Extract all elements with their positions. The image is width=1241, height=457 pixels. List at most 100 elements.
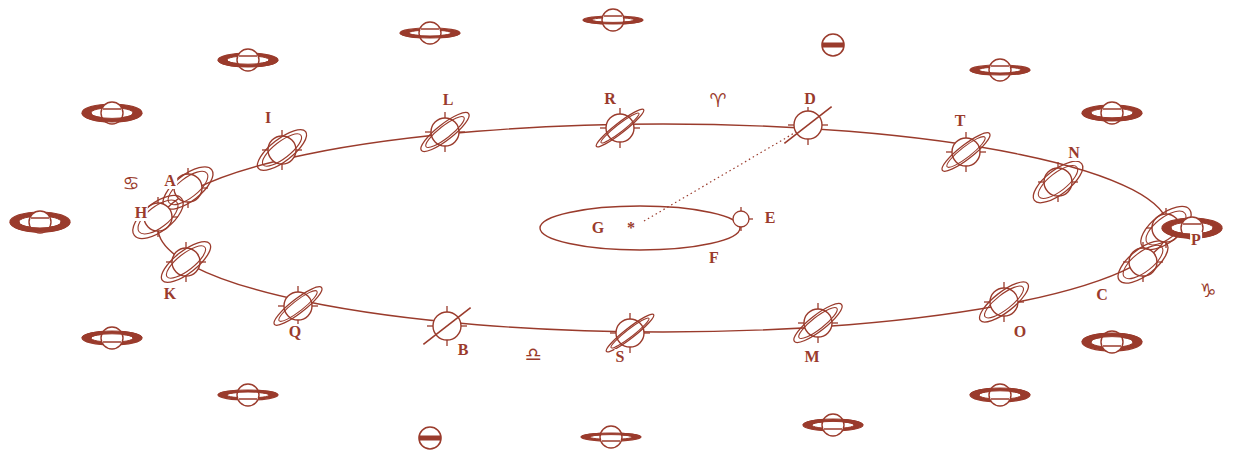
saturn-ring-outer [156, 235, 217, 289]
appearance-ring-front [82, 331, 142, 338]
saturn-tick [807, 139, 808, 145]
point-letter: T [954, 113, 967, 129]
saturn-tick [185, 242, 186, 248]
saturn-ring-inner [1034, 160, 1083, 204]
appearance-shadow [1103, 108, 1121, 110]
appearance-shadow [103, 341, 121, 343]
saturn-ring [1027, 154, 1089, 210]
appearance-ball [237, 384, 259, 406]
saturn-figure [423, 306, 470, 346]
appearance-ring-front [970, 388, 1030, 395]
appearance-ring-front [970, 70, 1030, 75]
saturn-tick [619, 142, 620, 148]
saturn-ring [789, 298, 846, 348]
appearance-ring-front [803, 419, 863, 425]
saturn-ring-inner [162, 241, 210, 284]
saturn-tick [629, 313, 630, 319]
appearance-ball [101, 327, 123, 349]
saturn-ring-outer [974, 276, 1034, 329]
appearance-shadow [421, 28, 439, 30]
saturn-ring-outer [1027, 154, 1089, 210]
saturn-tick [297, 286, 298, 292]
saturn-appearance [218, 49, 278, 71]
saturn-ring-edge [784, 107, 831, 144]
earth-tick [740, 227, 741, 231]
zodiac-sign: ♎ [523, 345, 542, 364]
saturn-tick [817, 337, 818, 343]
point-letter: K [163, 286, 177, 302]
saturn-figure [416, 107, 473, 157]
appearance-ring-front [1082, 333, 1142, 342]
appearance-shadow [824, 428, 842, 430]
appearance-ball [600, 426, 622, 448]
appearance-shadow [31, 217, 49, 219]
saturn-tick [629, 347, 630, 353]
saturn-ring-outer [593, 106, 646, 151]
saturn-figure [156, 235, 217, 289]
saturn-ring-inner [980, 281, 1027, 322]
saturn-ring [126, 187, 191, 246]
saturn-ring-inner [258, 129, 306, 172]
appearance-ring-front [82, 113, 142, 122]
saturn-appearance [82, 327, 142, 349]
saturn-ring-outer [270, 282, 326, 330]
appearance-shadow [239, 398, 257, 400]
saturn-tick [185, 276, 186, 282]
point-letter: M [803, 349, 820, 365]
appearance-ball [419, 427, 441, 449]
appearance-shadow [991, 65, 1009, 67]
saturn-tick [461, 325, 467, 326]
saturn-figure [126, 187, 191, 246]
saturn-appearance [822, 34, 844, 56]
saturn-tick [610, 332, 616, 333]
appearance-shadow [103, 108, 121, 110]
saturn-tick [965, 166, 966, 172]
point-letter: E [764, 210, 777, 226]
appearance-shadow [604, 15, 622, 17]
saturn-ring-edge [423, 308, 470, 345]
zodiac-sign: ♑ [1198, 281, 1217, 300]
saturn-ring-inner [795, 303, 840, 342]
saturn-ring [603, 311, 656, 356]
saturn-ring [974, 276, 1034, 329]
appearance-ring [10, 212, 70, 232]
saturn-ring-outer [603, 311, 656, 356]
saturn-tick [281, 164, 282, 170]
point-letter: G [591, 220, 605, 236]
saturn-appearance [970, 384, 1030, 406]
point-letter: F [708, 250, 720, 266]
appearance-ball [989, 384, 1011, 406]
saturn-ring [593, 106, 646, 151]
saturn-ball [606, 114, 634, 142]
point-letter: I [264, 110, 272, 126]
earth-tick [749, 218, 753, 219]
appearance-ball [989, 59, 1011, 81]
saturn-ring-inner [276, 287, 320, 325]
saturn-figure [603, 311, 656, 356]
saturn-appearance [82, 102, 142, 124]
appearance-shadow [1183, 223, 1201, 225]
saturn-ring-inner [609, 315, 651, 350]
appearance-ball [237, 49, 259, 71]
saturn-appearance [400, 22, 460, 44]
saturn-ring [252, 123, 313, 177]
point-letter: L [442, 92, 455, 108]
saturn-tick [832, 322, 838, 323]
sight-line [644, 125, 808, 221]
point-letter: S [615, 349, 626, 365]
saturn-tick [788, 124, 794, 125]
saturn-tick [619, 108, 620, 114]
saturn-tick [446, 340, 447, 346]
saturn-tick [965, 132, 966, 138]
point-letter: * [626, 220, 636, 236]
appearance-ring-front [400, 33, 460, 38]
saturn-ball [616, 319, 644, 347]
appearance-shadow [602, 440, 620, 442]
saturn-figure [270, 282, 326, 330]
saturn-ball [1129, 248, 1157, 276]
saturn-figure [593, 106, 646, 151]
saturn-ring-inner [422, 112, 467, 151]
appearance-band [419, 436, 441, 441]
